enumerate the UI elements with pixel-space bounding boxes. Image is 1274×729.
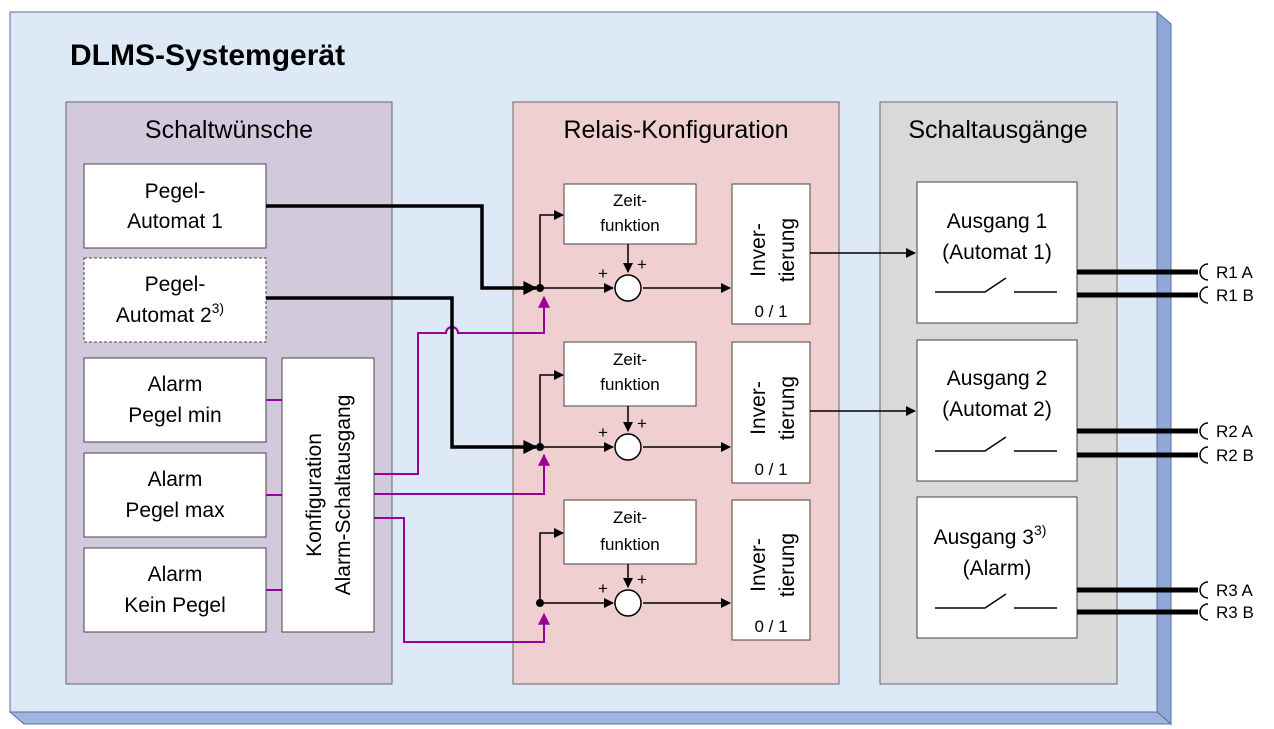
inverter-2-line2: tierung (776, 376, 799, 440)
connector-r1b-icon (1199, 286, 1209, 304)
request-box-automat-1 (83, 163, 267, 249)
request-box-kein-pegel (83, 547, 267, 633)
connector-r3a-icon (1199, 581, 1209, 599)
inverter-3-line2: tierung (776, 533, 799, 597)
switch-3-symbol (935, 593, 1057, 609)
output-3: Ausgang 33) (Alarm) (916, 496, 1078, 639)
output-1-line1: Ausgang 1 (947, 210, 1047, 233)
sum-node-3 (614, 589, 642, 617)
request-box-pegel-min (83, 357, 267, 443)
inverter-box-2 (731, 341, 811, 484)
relay-unit-3: Zeit- funktion + + Inver- tierung 0 / 1 (536, 499, 811, 641)
switch-1-symbol (935, 277, 1057, 293)
sum-3-plus-left: + (598, 579, 608, 598)
relay-unit-1: Zeit- funktion + + Inver- tierung 0 / 1 (536, 183, 811, 325)
terminal-r1b: R1 B (1216, 286, 1254, 305)
terminal-lines (1077, 269, 1198, 615)
timer-3-line2: funktion (600, 535, 660, 554)
inverter-2-value: 0 / 1 (754, 460, 787, 479)
sum-3-plus-top: + (637, 570, 647, 589)
request-kein-pegel-line1: Alarm (148, 563, 203, 586)
timer-box-1 (563, 183, 697, 245)
connector-r2b-icon (1199, 446, 1209, 464)
timer-1-line2: funktion (600, 216, 660, 235)
timer-box-3 (563, 499, 697, 565)
terminal-r2b: R2 B (1216, 446, 1254, 465)
request-box-automat-2 (83, 257, 267, 343)
sum-1-plus-top: + (637, 255, 647, 274)
output-1: Ausgang 1 (Automat 1) (916, 181, 1078, 324)
inverter-2-line1: Inver- (747, 381, 770, 435)
device-side (1156, 10, 1172, 726)
request-pegel-min-line2: Pegel min (128, 404, 221, 427)
junction-dot-2 (536, 443, 544, 451)
request-automat-1-line2: Automat 1 (127, 210, 223, 233)
request-automat-1-line1: Pegel- (145, 180, 206, 203)
timer-1-line1: Zeit- (613, 191, 647, 210)
sum-1-plus-left: + (598, 264, 608, 283)
inverter-3-line1: Inver- (747, 538, 770, 592)
connector-r1a-icon (1199, 263, 1209, 281)
sum-node-2 (614, 433, 642, 461)
alarm-config-line2: Alarm-Schaltausgang (332, 395, 355, 596)
output-box-3 (916, 496, 1078, 639)
request-pegel-max-line1: Alarm (148, 468, 203, 491)
device-title: DLMS-Systemgerät (70, 39, 345, 72)
alarm-config-box (281, 357, 375, 633)
request-kein-pegel-line2: Kein Pegel (124, 594, 226, 617)
output-2: Ausgang 2 (Automat 2) (916, 339, 1078, 482)
inverter-box-1 (731, 183, 811, 325)
sum-2-plus-top: + (637, 414, 647, 433)
inverter-3-value: 0 / 1 (754, 617, 787, 636)
inverter-1-line2: tierung (776, 218, 799, 282)
device-bottom (8, 711, 1173, 725)
terminal-r1a: R1 A (1216, 263, 1254, 282)
timer-2-line2: funktion (600, 375, 660, 394)
output-3-line1: Ausgang 33) (934, 522, 1047, 549)
output-box-2 (916, 339, 1078, 482)
junction-dot-3 (536, 599, 544, 607)
sum-node-1 (614, 274, 642, 302)
automat-signal-lines (266, 204, 538, 454)
terminal-r3a: R3 A (1216, 581, 1254, 600)
output-1-line2: (Automat 1) (942, 241, 1052, 264)
timer-3-line1: Zeit- (613, 508, 647, 527)
relay-header: Relais-Konfiguration (563, 116, 788, 144)
requests-header: Schaltwünsche (145, 116, 313, 144)
alarm-input-lines (266, 399, 282, 591)
junction-dot-1 (536, 284, 544, 292)
alarm-config-line1: Konfiguration (303, 433, 326, 557)
sum-2-plus-left: + (598, 423, 608, 442)
inverter-box-3 (731, 499, 811, 641)
switch-2-symbol (935, 436, 1057, 452)
outputs-header: Schaltausgänge (908, 116, 1087, 144)
timer-box-2 (563, 341, 697, 407)
output-2-line1: Ausgang 2 (947, 367, 1047, 390)
inverter-1-line1: Inver- (747, 223, 770, 277)
terminal-connectors (1199, 263, 1209, 621)
request-automat-2-line1: Pegel- (145, 273, 206, 296)
output-3-line2: (Alarm) (963, 557, 1032, 580)
inverter-1-value: 0 / 1 (754, 302, 787, 321)
output-box-1 (916, 181, 1078, 324)
inverter-output-lines (810, 248, 916, 416)
terminal-r3b: R3 B (1216, 603, 1254, 622)
timer-2-line1: Zeit- (613, 350, 647, 369)
request-pegel-min-line1: Alarm (148, 373, 203, 396)
request-box-pegel-max (83, 452, 267, 538)
request-automat-2-line2: Automat 23) (116, 300, 224, 327)
request-pegel-max-line2: Pegel max (125, 499, 225, 522)
connector-r3b-icon (1199, 603, 1209, 621)
output-2-line2: (Automat 2) (942, 398, 1052, 421)
relay-unit-2: Zeit- funktion + + Inver- tierung 0 / 1 (536, 341, 811, 484)
terminal-r2a: R2 A (1216, 422, 1254, 441)
connector-r2a-icon (1199, 422, 1209, 440)
